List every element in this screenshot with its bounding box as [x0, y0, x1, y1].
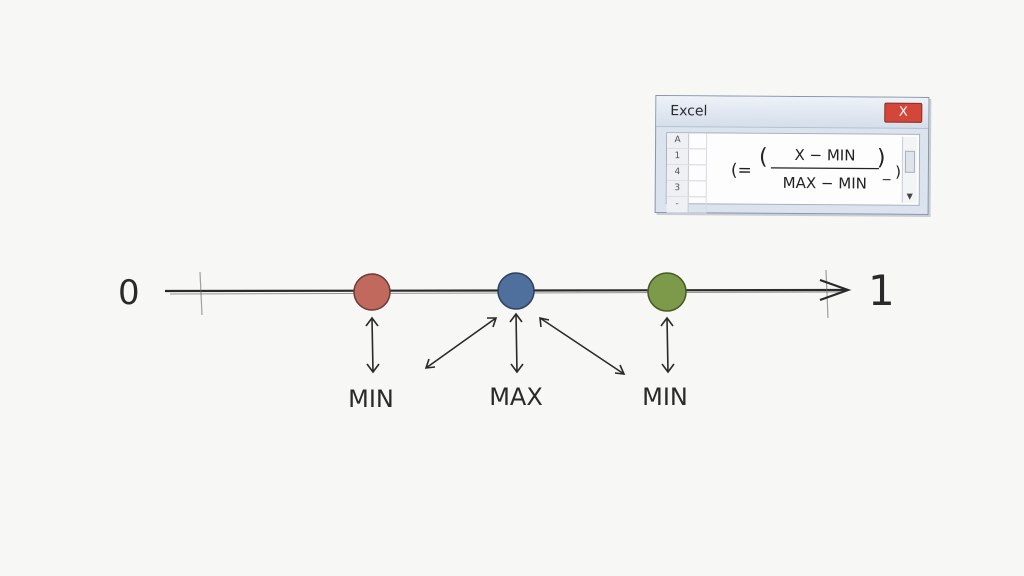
- formula-suffix: _ ): [882, 163, 901, 182]
- row-header: 4: [666, 165, 689, 181]
- formula-prefix: (=: [731, 161, 752, 181]
- axis-label-zero: 0: [118, 273, 140, 313]
- cell[interactable]: [688, 149, 708, 165]
- scrollbar[interactable]: ▼: [901, 136, 918, 203]
- row-header: 3: [666, 181, 689, 197]
- cell[interactable]: [688, 133, 708, 149]
- row-headers: A 1 4 3 -: [666, 133, 708, 214]
- table-row: 3: [666, 181, 707, 198]
- min-point-left: [353, 273, 391, 311]
- excel-title-bar: Excel X: [656, 96, 929, 129]
- min-point-right: [647, 272, 687, 312]
- max-point: [497, 272, 535, 310]
- fraction-bar: [770, 167, 879, 170]
- excel-title: Excel: [670, 103, 708, 120]
- axis-label-one: 1: [868, 266, 895, 315]
- table-row: 4: [666, 165, 707, 182]
- table-row: A: [667, 133, 708, 150]
- cell[interactable]: [688, 165, 707, 181]
- cell[interactable]: [688, 197, 707, 213]
- row-header: 1: [666, 149, 689, 165]
- scrollbar-thumb[interactable]: [904, 150, 916, 173]
- arrowhead-icon: [819, 278, 852, 302]
- table-row: -: [666, 197, 707, 214]
- excel-window: Excel X A 1 4 3 - (= ( X − MIN MAX − MIN…: [654, 95, 930, 215]
- cell[interactable]: [688, 181, 707, 197]
- row-header: -: [666, 197, 689, 213]
- max-label: MAX: [489, 383, 543, 411]
- min-label-left: MIN: [348, 385, 394, 413]
- row-header: A: [667, 133, 690, 149]
- formula-numerator: X − MIN: [794, 146, 855, 164]
- normalization-formula: (= ( X − MIN MAX − MIN ) _ ): [731, 145, 901, 193]
- close-icon[interactable]: X: [884, 102, 923, 123]
- formula-denominator: MAX − MIN: [783, 174, 867, 193]
- excel-sheet: A 1 4 3 - (= ( X − MIN MAX − MIN ) _ ) ▼: [665, 132, 921, 214]
- paren-left: (: [759, 145, 768, 170]
- table-row: 1: [666, 149, 708, 166]
- relation-arrows: [365, 312, 675, 375]
- min-label-right: MIN: [642, 383, 688, 411]
- chevron-down-icon[interactable]: ▼: [906, 191, 913, 201]
- paren-right: ): [877, 146, 886, 171]
